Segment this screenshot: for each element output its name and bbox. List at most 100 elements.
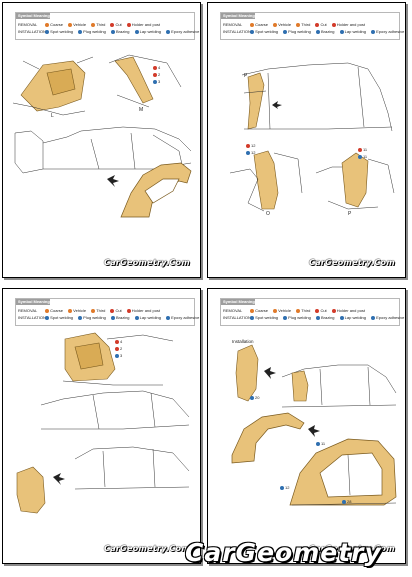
legend-item: Lap welding [134, 29, 161, 34]
legend-dot-icon [283, 29, 288, 34]
lower-pillar-panel [16, 466, 46, 514]
arrow-icon [308, 425, 320, 437]
legend-removal-label: REMOVAL [18, 22, 38, 27]
legend-item: Epoxy adhesive [371, 315, 404, 320]
detail-p-frame [315, 158, 395, 210]
body-panel-drawing [12, 54, 192, 218]
legend-dot-icon [45, 315, 50, 320]
legend-item: Lap welding [339, 315, 366, 320]
legend-item: Cut [315, 308, 327, 313]
body-side-overview [40, 390, 190, 430]
badge-dot-icon [246, 150, 250, 155]
legend-item: Holder and post [126, 308, 160, 313]
manual-page-4: Symbol Meaning REMOVAL Coarse Vehicle Th… [207, 288, 406, 564]
badge-dot-icon [358, 147, 362, 152]
legend-item: Lap welding [339, 29, 366, 34]
legend-installation-row: INSTALLATION Spot welding Plug welding B… [223, 315, 405, 320]
callout-badge: 28 [342, 499, 351, 504]
badge-dot-icon [115, 353, 119, 358]
watermark-small: CarGeometry.Com [104, 544, 190, 553]
legend-item: Spot welding [250, 315, 278, 320]
body-assembly [289, 438, 397, 506]
legend-item: Plug welding [78, 29, 106, 34]
body-panel-drawing [16, 332, 190, 514]
legend-dot-icon [110, 308, 115, 313]
arrow-icon [107, 175, 119, 187]
legend-title: Symbol Meaning [221, 299, 255, 305]
legend-item: Lap welding [134, 315, 161, 320]
detail-label-p: P [348, 211, 352, 217]
legend-dot-icon [126, 308, 131, 313]
legend-removal-row: REMOVAL Coarse Vehicle Third Cut Holder … [223, 308, 369, 313]
callout-badge: 2 [153, 72, 160, 77]
legend-dot-icon [296, 308, 301, 313]
legend-dot-icon [283, 315, 288, 320]
legend-installation-label: INSTALLATION [223, 315, 251, 320]
legend-removal-row: REMOVAL Coarse Vehicle Third Cut Holder … [223, 22, 369, 27]
legend-dot-icon [110, 315, 115, 320]
legend-item: Vehicle [273, 308, 291, 313]
manual-page-2: Symbol Meaning REMOVAL Coarse Vehicle Th… [207, 2, 406, 278]
legend-dot-icon [68, 308, 73, 313]
callout-badge: 3 [153, 79, 160, 84]
legend-dot-icon [296, 22, 301, 27]
legend-item: Spot welding [250, 29, 278, 34]
legend-item: Third [296, 308, 310, 313]
callout-badge: 12 [246, 150, 255, 155]
badge-dot-icon [153, 65, 157, 70]
detail-l-frame [12, 56, 94, 116]
legend-item: Brazing [110, 315, 130, 320]
badge-dot-icon [153, 79, 157, 84]
watermark-small: CarGeometry.Com [309, 258, 395, 267]
body-assembly-lines [291, 454, 397, 506]
body-panel-drawing [229, 62, 395, 212]
inserted-panel [291, 370, 309, 402]
watermark-small: CarGeometry.Com [104, 258, 190, 267]
legend-item: Cut [110, 22, 122, 27]
legend-dot-icon [110, 22, 115, 27]
manual-page-1: Symbol Meaning REMOVAL Coarse Vehicle Th… [2, 2, 201, 278]
legend-dot-icon [250, 308, 255, 313]
symbol-legend: Symbol Meaning REMOVAL Coarse Vehicle Th… [15, 12, 199, 40]
legend-item: Third [91, 308, 105, 313]
legend-dot-icon [126, 22, 131, 27]
legend-removal-label: REMOVAL [223, 308, 243, 313]
legend-item: Cut [110, 308, 122, 313]
legend-installation-label: INSTALLATION [223, 29, 251, 34]
legend-dot-icon [250, 22, 255, 27]
legend-item: Brazing [315, 29, 335, 34]
detail-label-o: O [266, 211, 270, 217]
legend-removal-label: REMOVAL [18, 308, 38, 313]
detail-label-l: L [51, 113, 54, 119]
badge-dot-icon [358, 154, 362, 159]
legend-dot-icon [78, 315, 83, 320]
legend-dot-icon [339, 315, 344, 320]
badge-dot-icon [246, 143, 250, 148]
legend-item: Spot welding [45, 315, 73, 320]
body-side-lower [74, 446, 190, 490]
legend-removal-row: REMOVAL Coarse Vehicle Third Cut Holder … [18, 22, 164, 27]
legend-item: Coarse [45, 22, 63, 27]
symbol-legend: Symbol Meaning REMOVAL Coarse Vehicle Th… [220, 12, 404, 40]
callout-badge: 3 [115, 353, 122, 358]
side-outer-panel [231, 412, 305, 464]
legend-dot-icon [166, 315, 171, 320]
callout-badge: 2 [115, 346, 122, 351]
legend-item: Epoxy adhesive [166, 29, 199, 34]
callout-badge: 11 [358, 147, 367, 152]
legend-title: Symbol Meaning [221, 13, 255, 19]
legend-item: Vehicle [68, 308, 86, 313]
body-side-overview [241, 62, 393, 132]
arrow-icon [53, 473, 65, 485]
legend-dot-icon [134, 315, 139, 320]
legend-dot-icon [45, 308, 50, 313]
legend-dot-icon [110, 29, 115, 34]
legend-dot-icon [331, 308, 336, 313]
legend-dot-icon [371, 315, 376, 320]
badge-dot-icon [280, 485, 284, 490]
callout-badge: 12 [246, 143, 255, 148]
legend-item: Epoxy adhesive [166, 315, 199, 320]
legend-dot-icon [339, 29, 344, 34]
legend-item: Brazing [315, 315, 335, 320]
watermark-small: CarGeometry.Com [309, 544, 395, 553]
